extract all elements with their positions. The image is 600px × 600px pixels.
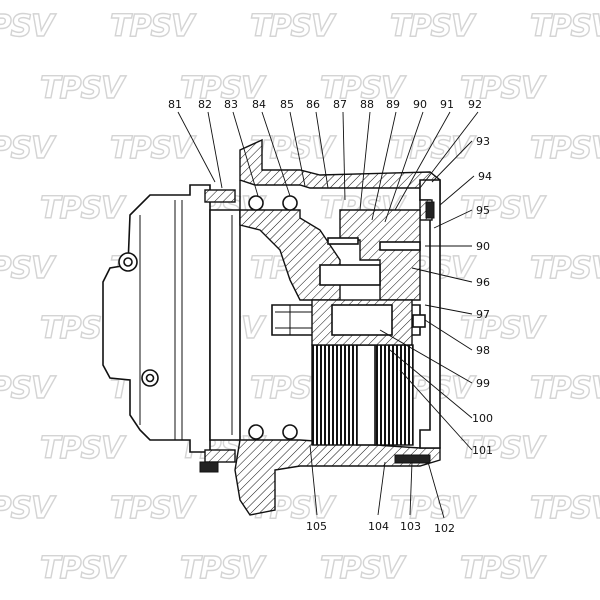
plug xyxy=(425,201,435,219)
watermark-text: TPSV xyxy=(110,131,197,166)
callout-88: 88 xyxy=(360,98,374,111)
callout-101: 101 xyxy=(472,444,493,457)
watermark-text: TPSV xyxy=(530,371,600,406)
callout-82: 82 xyxy=(198,98,212,111)
watermark-text: TPSV xyxy=(40,431,127,466)
callout-86: 86 xyxy=(306,98,320,111)
callout-92: 92 xyxy=(468,98,482,111)
callout-84: 84 xyxy=(252,98,266,111)
watermark-text: TPSV xyxy=(530,131,600,166)
callout-labels: 81 82 83 84 85 86 87 88 89 90 91 92 93 9… xyxy=(168,98,493,535)
watermark-text: TPSV xyxy=(460,551,547,586)
callout-95: 95 xyxy=(476,204,490,217)
watermark-text: TPSV xyxy=(320,71,407,106)
watermark-text: TPSV xyxy=(0,371,57,406)
watermark-text: TPSV xyxy=(530,491,600,526)
callout-83: 83 xyxy=(224,98,238,111)
planet-carrier xyxy=(339,209,421,301)
assembly-drawing xyxy=(102,138,441,516)
callout-100: 100 xyxy=(472,412,493,425)
watermark-text: TPSV xyxy=(40,71,127,106)
watermark-text: TPSV xyxy=(530,9,600,44)
callout-90-right: 90 xyxy=(476,240,490,253)
callout-98: 98 xyxy=(476,344,490,357)
watermark-text: TPSV xyxy=(460,71,547,106)
callout-89: 89 xyxy=(386,98,400,111)
callout-96: 96 xyxy=(476,276,490,289)
gear-left xyxy=(311,344,358,446)
watermark-text: TPSV xyxy=(320,551,407,586)
watermark-text: TPSV xyxy=(390,131,477,166)
bolt-bottom xyxy=(394,454,431,464)
watermark-text: TPSV xyxy=(40,191,127,226)
watermark-text: TPSV xyxy=(180,71,267,106)
watermark-text: TPSV xyxy=(40,551,127,586)
callout-102: 102 xyxy=(434,522,455,535)
callout-87: 87 xyxy=(333,98,347,111)
callout-99: 99 xyxy=(476,377,490,390)
leader-lines xyxy=(177,111,479,519)
watermark-text: TPSV xyxy=(110,491,197,526)
callout-94: 94 xyxy=(478,170,492,183)
callout-105: 105 xyxy=(306,520,327,533)
callout-93: 93 xyxy=(476,135,490,148)
watermark-text: TPSV xyxy=(530,251,600,286)
watermark-text: TPSV xyxy=(460,191,547,226)
inner-bore xyxy=(209,209,241,441)
callout-97: 97 xyxy=(476,308,490,321)
sun-gear-hub xyxy=(319,264,381,286)
bearing-bottom xyxy=(248,424,298,440)
watermark-text: TPSV xyxy=(460,431,547,466)
callout-90-top: 90 xyxy=(413,98,427,111)
watermark-text: TPSV xyxy=(390,9,477,44)
watermark-text: TPSV xyxy=(0,491,57,526)
callout-81: 81 xyxy=(168,98,182,111)
watermark-text: TPSV xyxy=(0,251,57,286)
bearing-top xyxy=(248,195,298,211)
watermark-text: TPSV xyxy=(250,9,337,44)
watermark-text: TPSV xyxy=(110,9,197,44)
motor-housing xyxy=(102,184,211,453)
watermark-text: TPSV xyxy=(390,491,477,526)
bolt-upper xyxy=(327,237,359,245)
callout-91: 91 xyxy=(440,98,454,111)
gear-right xyxy=(374,344,414,446)
watermark-text: TPSV xyxy=(0,9,57,44)
watermark-text: TPSV xyxy=(0,131,57,166)
callout-103: 103 xyxy=(400,520,421,533)
watermark-text: TPSV xyxy=(180,551,267,586)
callout-85: 85 xyxy=(280,98,294,111)
watermark-text: TPSV xyxy=(460,311,547,346)
callout-104: 104 xyxy=(368,520,389,533)
